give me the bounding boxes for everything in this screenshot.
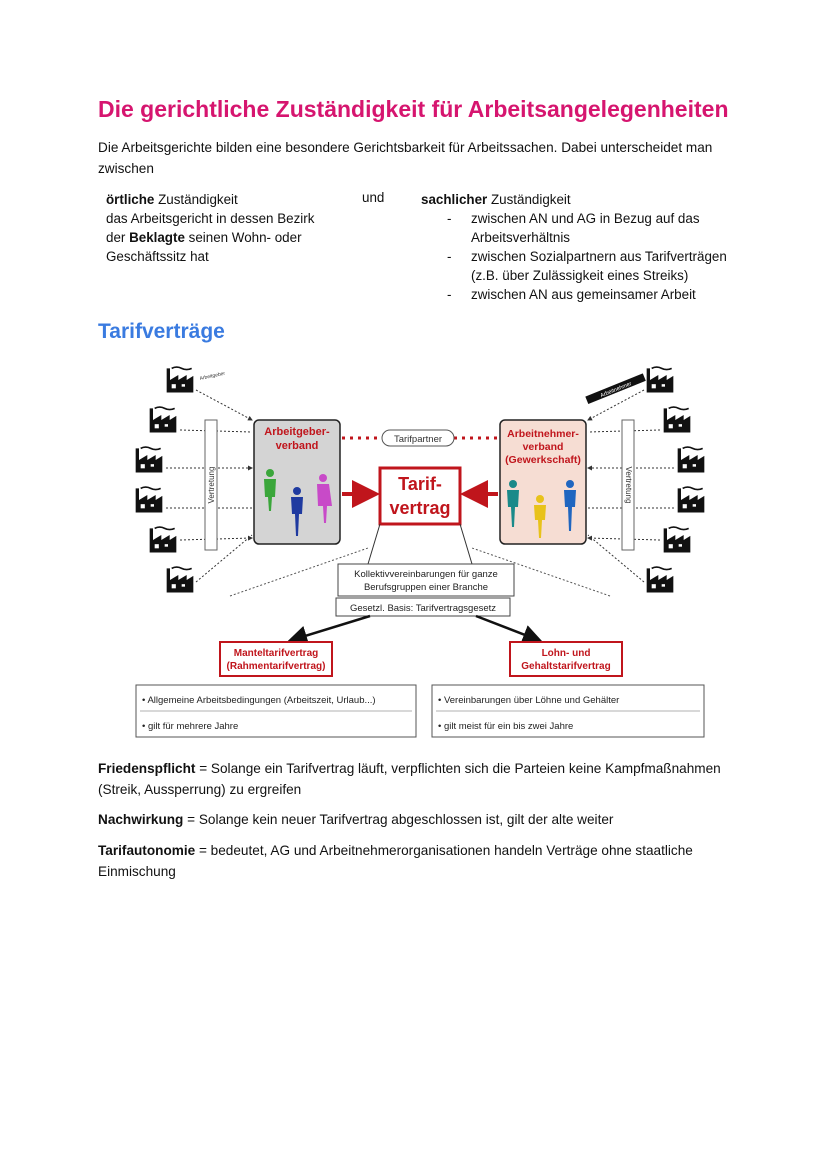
lohn-detail-1: • Vereinbarungen über Löhne und Gehälter [438,695,619,706]
arbeitnehmer-banner: Arbeitnehmer [585,373,646,405]
section-heading-tarifvertraege: Tarifverträge [98,320,225,343]
vertretung-bar-left [204,419,218,551]
tarifvertrag-label-1: Tarif- [398,474,442,494]
arbeitnehmerverband-label-3: (Gewerkschaft) [505,454,581,466]
factory-icon [662,406,692,434]
definition-term: Nachwirkung [98,812,184,827]
list-item: zwischen AN aus gemeinsamer Arbeit [421,285,731,304]
lohntarifvertrag-label-1: Lohn- und [542,648,591,659]
kollektiv-link-right [459,523,473,565]
local-jurisdiction: örtliche Zuständigkeit das Arbeitsgerich… [106,192,315,264]
factory-icon [134,446,164,474]
subject-jurisdiction-list: zwischen AN und AG in Bezug auf das Arbe… [421,209,731,304]
factory-icon [134,486,164,514]
v-shape-left [229,547,611,597]
basis-label: Gesetzl. Basis: Tarifvertragsgesetz [350,603,496,614]
factory-icon [645,566,675,594]
definition-tarifautonomie: Tarifautonomie = bedeutet, AG und Arbeit… [98,843,693,879]
manteltarifvertrag-box [219,641,333,677]
factory-icon [645,366,675,394]
list-item: zwischen AN und AG in Bezug auf das Arbe… [421,209,731,247]
subject-jurisdiction: sachlicher Zuständigkeit zwischen AN und… [421,190,731,304]
lohn-detail-2: • gilt meist für ein bis zwei Jahre [438,721,573,732]
people-icons-employees [507,480,576,538]
lohntarifvertrag-label-2: Gehaltstarifvertrag [521,661,610,672]
vertretung-label-left: Vertretung [207,467,216,504]
factory-icon [676,486,706,514]
factory-icon [165,566,195,594]
kollektiv-label-1: Kollektivvereinbarungen für ganze [354,569,498,580]
vertretung-label-right: Vertretung [624,467,633,504]
arbeitgeberverband-label-2: verband [276,440,319,452]
factory-icons-right [645,366,706,594]
kollektiv-box [337,563,515,597]
arrow-to-lohntarif [475,614,543,644]
basis-box [335,597,511,617]
arrow-to-manteltarif [287,614,371,646]
factory-icon [676,446,706,474]
subject-jurisdiction-term: sachlicher [421,192,488,207]
tarifvertrag-box [378,466,462,526]
definition-term: Friedenspflicht [98,761,196,776]
factory-icon [148,526,178,554]
und-connector: und [362,190,385,205]
definition-friedenspflicht: Friedenspflicht = Solange ein Tarifvertr… [98,761,721,797]
local-jurisdiction-term: örtliche [106,192,155,207]
page-title: Die gerichtliche Zuständigkeit für Arbei… [98,96,729,122]
lohntarifvertrag-box [509,641,623,677]
tarifvertrag-diagram: Arbeitgeber Vertretung Arbeitnehmer Vert… [134,366,706,738]
mantel-detail-1: • Allgemeine Arbeitsbedingungen (Arbeits… [142,695,376,706]
factory-icons-left [134,366,195,594]
tarifpartner-pill [381,429,455,447]
arbeitnehmerverband-box [499,419,587,545]
arbeitgeber-note: Arbeitgeber [199,371,226,382]
tarifpartner-label: Tarifpartner [394,434,442,445]
list-item: zwischen Sozialpartnern aus Tarifverträg… [421,247,731,285]
arbeitgeberverband-label-1: Arbeitgeber- [264,426,330,438]
arbeitnehmerverband-label-2: verband [523,441,564,453]
definition-nachwirkung: Nachwirkung = Solange kein neuer Tarifve… [98,812,614,827]
arbeitnehmerverband-label-1: Arbeitnehmer- [507,428,579,440]
mantel-detail-2: • gilt für mehrere Jahre [142,721,238,732]
definition-term: Tarifautonomie [98,843,196,858]
people-icons-employers [264,469,332,536]
factory-icon [662,526,692,554]
tarifvertrag-label-2: vertrag [389,498,450,518]
factory-icon [165,366,195,394]
kollektiv-link-left [367,523,381,565]
kollektiv-label-2: Berufsgruppen einer Branche [364,582,488,593]
vertretung-bar-right [621,419,635,551]
manteltarifvertrag-label-2: (Rahmentarifvertrag) [227,661,326,672]
arbeitgeberverband-box [253,419,341,545]
intro-paragraph: Die Arbeitsgerichte bilden eine besonder… [98,140,713,176]
manteltarifvertrag-label-1: Manteltarifvertrag [234,648,318,659]
factory-icon [148,406,178,434]
